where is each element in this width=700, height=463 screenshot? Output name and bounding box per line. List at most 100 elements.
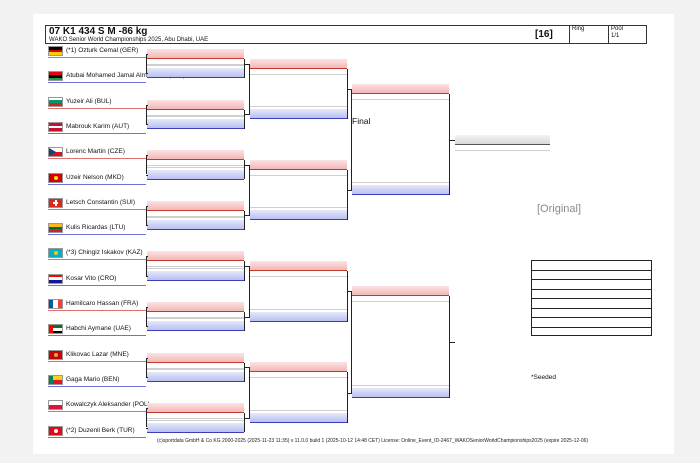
match-red-slot: [147, 403, 244, 414]
flag-mne-icon: [48, 349, 63, 360]
bracket-connector: [449, 296, 450, 398]
competitor-slot[interactable]: Mabrouk Karim (AUT): [48, 121, 146, 134]
seeded-note: *Seeded: [531, 374, 556, 381]
match-blue-slot: [352, 387, 449, 398]
competitor-slot[interactable]: Hamilcaro Hassan (FRA): [48, 298, 146, 311]
competitor-name: Kowalczyk Aleksander (POL): [66, 401, 150, 409]
competitor-slot[interactable]: Yuzeir Ali (BUL): [48, 96, 146, 109]
copyright-footer: (c)sportdata GmbH & Co KG 2000-2025 (202…: [157, 438, 589, 444]
bracket-connector: [244, 316, 250, 318]
match-red-slot: [147, 352, 244, 363]
original-label: [Original]: [537, 203, 582, 215]
bracket-connector: [146, 54, 148, 55]
match-red-slot: [250, 362, 347, 373]
bracket-connector: [244, 367, 250, 369]
competitor-name: (*1) Ozturk Cemal (GER): [66, 47, 139, 54]
bracket-connector: [146, 357, 148, 359]
competitor-name: Kosar Vito (CRO): [66, 274, 117, 282]
competitor-slot[interactable]: Kulis Ricardas (LTU): [48, 222, 146, 236]
competitor-underline: [48, 436, 146, 438]
match-divider: [147, 267, 244, 269]
results-row: [532, 328, 651, 338]
competitor-slot[interactable]: Kosar Vito (CRO): [48, 273, 146, 286]
bracket-connector: [449, 341, 455, 343]
competitor-slot[interactable]: Kowalczyk Aleksander (POL): [48, 399, 150, 413]
flag-uae-icon: [48, 324, 63, 335]
competitor-slot[interactable]: Habchi Aymane (UAE): [48, 323, 146, 337]
competitor-slot[interactable]: Gaga Mario (BEN): [48, 374, 146, 387]
bracket-connector: [146, 104, 147, 124]
competitor-slot[interactable]: (*1) Ozturk Cemal (GER): [48, 45, 146, 58]
bracket-connector: [146, 73, 148, 75]
match-divider: [147, 419, 244, 421]
bracket-connector: [249, 367, 250, 418]
bracket-connector: [146, 174, 148, 176]
match-red-slot: [250, 58, 347, 69]
match-red-slot: [147, 150, 244, 161]
bracket-connector: [351, 291, 352, 393]
match-divider: [250, 73, 347, 75]
match-red-slot: [147, 99, 244, 110]
bracket-connector: [146, 54, 147, 74]
competitor-slot[interactable]: Klikovac Lazar (MNE): [48, 349, 146, 362]
match-divider: [352, 98, 449, 100]
competitor-slot[interactable]: Letsch Constantin (SUI): [48, 197, 146, 210]
results-row: [532, 271, 651, 280]
match-red-slot: [455, 134, 550, 145]
match-divider: [147, 317, 244, 318]
match-divider: [250, 174, 347, 176]
flag-tur-icon: [48, 425, 63, 436]
competitor-name: Gaga Mario (BEN): [66, 375, 120, 383]
bracket-connector: [244, 160, 245, 180]
category-title: 07 K1 434 S M -86 kg: [49, 26, 148, 37]
match-divider: [147, 64, 244, 65]
competitor-underline: [48, 385, 146, 387]
flag-ltu-icon: [48, 223, 63, 234]
results-row: [532, 290, 651, 299]
pool-cell: Pool 1/1: [608, 25, 648, 44]
match-blue-slot: [147, 68, 244, 79]
match-blue-slot: [250, 210, 347, 221]
bracket-connector: [244, 413, 245, 433]
competitor-slot[interactable]: Lorenc Martin (CZE): [48, 146, 146, 160]
bracket-connector: [146, 408, 147, 428]
match-divider: [147, 217, 244, 219]
bracket-connector: [244, 362, 245, 382]
flag-pol-icon: [48, 400, 63, 411]
flag-lba-icon: [48, 71, 63, 82]
match-divider: [250, 276, 347, 278]
competitor-slot[interactable]: (*2) Duzenli Berk (TUR): [48, 425, 146, 438]
bracket-connector: [146, 256, 147, 276]
bracket-connector: [146, 225, 148, 227]
match-blue-slot: [250, 109, 347, 120]
results-row: [532, 280, 651, 290]
bracket-connector: [347, 169, 348, 221]
bracket-connector: [244, 63, 250, 65]
competitor-slot[interactable]: (*3) Chingiz Iskakov (KAZ): [48, 247, 146, 261]
competitor-count: [16]: [535, 29, 553, 40]
ring-cell: Ring: [569, 25, 608, 44]
match-divider: [147, 367, 244, 369]
competitor-slot[interactable]: Atubai Mohamed Jamal Almabrouk (LBA): [48, 70, 185, 84]
match-divider: [147, 115, 244, 117]
competitor-underline: [48, 158, 146, 160]
match-divider: [147, 318, 244, 320]
competitor-name: Hamilcaro Hassan (FRA): [66, 300, 139, 307]
competitor-slot[interactable]: Uzeir Nelson (MKD): [48, 172, 146, 185]
competitor-underline: [48, 208, 146, 210]
flag-ger-icon: [48, 46, 63, 56]
results-row: [532, 309, 651, 318]
competitor-name: Habchi Aymane (UAE): [66, 325, 131, 333]
competitor-name: Klikovac Lazar (MNE): [66, 350, 129, 358]
bracket-connector: [146, 256, 148, 258]
bracket-connector: [449, 93, 450, 196]
competitor-underline: [48, 284, 146, 286]
match-blue-slot: [250, 412, 347, 423]
bracket-connector: [347, 190, 352, 192]
bracket-connector: [146, 307, 147, 327]
flag-aut-icon: [48, 121, 63, 132]
match-red-slot: [352, 286, 449, 297]
bracket-connector: [249, 63, 250, 115]
match-blue-slot: [352, 185, 449, 196]
flag-sui-icon: [48, 197, 63, 208]
